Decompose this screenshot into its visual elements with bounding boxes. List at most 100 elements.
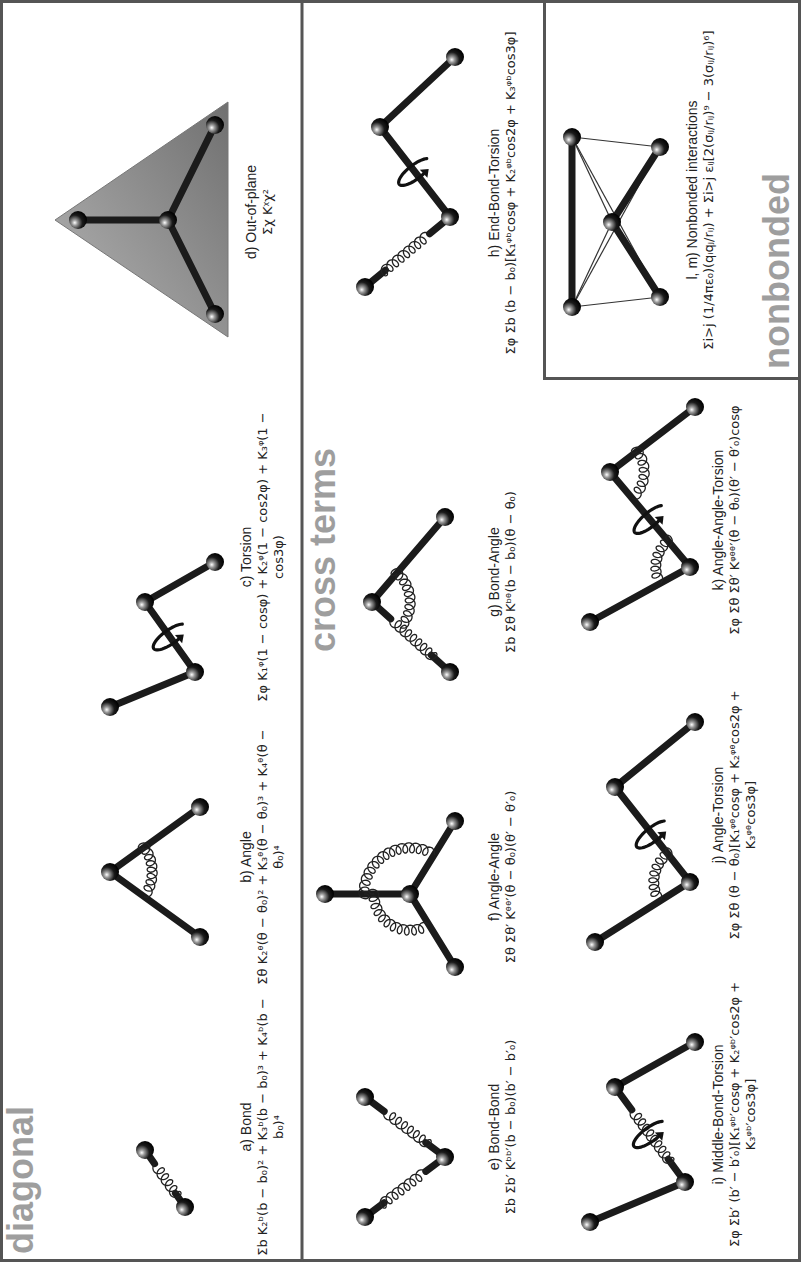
atom-ball bbox=[446, 48, 464, 66]
term-panel: b) AngleΣθ K₂ᶿ(θ − θ₀)² + K₃ᶿ(θ − θ₀)³ +… bbox=[238, 722, 287, 992]
atom-ball bbox=[686, 1033, 704, 1051]
term-title: f) Angle-Angle bbox=[486, 754, 503, 1000]
torsion-arrowhead bbox=[657, 831, 666, 840]
atom-ball bbox=[159, 211, 177, 229]
atom-ball bbox=[206, 553, 224, 571]
bond-stick bbox=[380, 127, 450, 217]
bond-stick bbox=[590, 1182, 685, 1222]
nonbonded-line bbox=[572, 137, 660, 297]
bond-stick bbox=[610, 407, 695, 472]
atom-ball bbox=[563, 298, 581, 316]
bond-stick bbox=[145, 602, 195, 672]
term-title: e) Bond-Bond bbox=[486, 997, 503, 1257]
spring-coil bbox=[384, 1111, 432, 1146]
atom-ball bbox=[603, 213, 621, 231]
torsion-arrowhead bbox=[420, 169, 429, 178]
atom-ball bbox=[101, 698, 119, 716]
atom-ball bbox=[136, 1141, 154, 1159]
spring-coil bbox=[153, 1164, 181, 1198]
term-formula: Σχ Kᵡχ² bbox=[260, 67, 276, 357]
term-panel: d) Out-of-planeΣχ Kᵡχ² bbox=[243, 67, 276, 357]
bond-stick bbox=[610, 472, 690, 567]
term-panel: j) Angle-TorsionΣφ Σθ (θ − θ₀)[K₁ᵠᶿcosφ … bbox=[710, 660, 759, 970]
term-panel: g) Bond-AngleΣb Σθ Kᵇᶿ(b − b₀)(θ − θ₀) bbox=[486, 437, 519, 707]
spring-coil bbox=[632, 447, 650, 499]
term-formula: Σθ K₂ᶿ(θ − θ₀)² + K₃ᶿ(θ − θ₀)³ + K₄ᶿ(θ −… bbox=[255, 722, 287, 992]
term-title: l, m) Nonbonded interactions bbox=[684, 13, 701, 367]
atom-ball bbox=[356, 1208, 374, 1226]
atom-ball bbox=[436, 1148, 454, 1166]
term-formula: Σφ Σθ (θ − θ₀)[K₁ᵠᶿcosφ + K₂ᵠᶿcos2φ + K₃… bbox=[727, 660, 759, 970]
term-title: d) Out-of-plane bbox=[243, 67, 260, 357]
atom-ball bbox=[651, 288, 669, 306]
term-title: c) Torsion bbox=[238, 397, 255, 717]
term-title: a) Bond bbox=[238, 997, 255, 1257]
term-panel: i) Middle-Bond-TorsionΣφ Σb′ (b′ − b′₀)[… bbox=[710, 972, 759, 1257]
torsion-arrowhead bbox=[655, 516, 664, 525]
atom-ball bbox=[356, 278, 374, 296]
atom-ball bbox=[371, 118, 389, 136]
atom-ball bbox=[581, 613, 599, 631]
atom-ball bbox=[601, 463, 619, 481]
term-panel: c) TorsionΣφ K₁ᵠ(1 − cosφ) + K₂ᵠ(1 − cos… bbox=[238, 397, 287, 717]
term-title: h) End-Bond-Torsion bbox=[486, 4, 503, 382]
bond-stick bbox=[110, 872, 200, 937]
atom-ball bbox=[441, 208, 459, 226]
term-panel: a) BondΣb K₂ᵇ(b − b₀)² + K₃ᵇ(b − b₀)³ + … bbox=[238, 997, 287, 1257]
atom-ball bbox=[581, 1213, 599, 1231]
atom-ball bbox=[676, 1173, 694, 1191]
atom-ball bbox=[363, 593, 381, 611]
term-title: k) Angle-Angle-Torsion bbox=[710, 384, 727, 656]
term-title: g) Bond-Angle bbox=[486, 437, 503, 707]
term-title: i) Middle-Bond-Torsion bbox=[710, 972, 727, 1257]
term-formula: Σb Σb′ Kᵇᵇ′(b − b₀)(b′ − b′₀) bbox=[503, 997, 519, 1257]
atom-ball bbox=[191, 798, 209, 816]
term-panel: k) Angle-Angle-TorsionΣφ Σθ Σθ′ Kᵠᶿᶿ′(θ … bbox=[710, 384, 743, 656]
atom-ball bbox=[446, 812, 464, 830]
spring-coil bbox=[138, 843, 157, 897]
bond-stick bbox=[110, 672, 195, 707]
nonbonded-line bbox=[572, 222, 612, 307]
bond-stick bbox=[78, 217, 168, 224]
nonbonded-line bbox=[572, 147, 660, 307]
section-label: cross terms bbox=[304, 448, 342, 652]
plane-triangle bbox=[55, 102, 228, 337]
atom-ball bbox=[681, 558, 699, 576]
atom-ball bbox=[436, 508, 454, 526]
term-formula: Σb Σθ Kᵇᶿ(b − b₀)(θ − θ₀) bbox=[503, 437, 519, 707]
section-label: diagonal bbox=[2, 1106, 40, 1254]
bond-stick bbox=[168, 125, 215, 220]
term-formula: Σb K₂ᵇ(b − b₀)² + K₃ᵇ(b − b₀)³ + K₄ᵇ(b −… bbox=[255, 997, 287, 1257]
atom-ball bbox=[191, 928, 209, 946]
term-panel: f) Angle-AngleΣθ Σθ′ Kᶿᶿ′(θ − θ₀)(θ′ − θ… bbox=[486, 754, 519, 1000]
bond-stick bbox=[615, 1042, 695, 1087]
spring-coil bbox=[390, 619, 437, 660]
term-formula: Σθ Σθ′ Kᶿᶿ′(θ − θ₀)(θ′ − θ′₀) bbox=[503, 754, 519, 1000]
atom-ball bbox=[446, 958, 464, 976]
bond-stick bbox=[590, 567, 690, 622]
nonbonded-line bbox=[572, 137, 612, 222]
atom-ball bbox=[686, 398, 704, 416]
bond-stick bbox=[612, 222, 660, 297]
term-title: j) Angle-Torsion bbox=[710, 660, 727, 970]
atom-ball bbox=[401, 885, 419, 903]
nonbonded-line bbox=[572, 137, 660, 147]
torsion-arrowhead bbox=[655, 1132, 664, 1141]
atom-ball bbox=[206, 116, 224, 134]
bond-stick bbox=[615, 722, 695, 787]
torsion-arrowhead bbox=[175, 635, 184, 644]
atom-ball bbox=[206, 305, 224, 323]
atom-ball bbox=[69, 211, 87, 229]
atom-ball bbox=[101, 863, 119, 881]
atom-ball bbox=[651, 138, 669, 156]
term-formula: Σi>j (1/4πε₀)(qᵢqⱼ/rᵢⱼ) + Σi>j εᵢⱼ[2(σᵢⱼ… bbox=[701, 13, 717, 367]
torsion-arrow bbox=[634, 506, 661, 534]
spring-coil bbox=[369, 890, 429, 936]
spring-coil bbox=[359, 843, 435, 899]
term-panel: h) End-Bond-TorsionΣφ Σb (b − b₀)[K₁ᵠᵇco… bbox=[486, 4, 519, 382]
atom-ball bbox=[316, 885, 334, 903]
term-panel: l, m) Nonbonded interactionsΣi>j (1/4πε₀… bbox=[684, 13, 717, 367]
box-heading: nonbonded bbox=[758, 173, 796, 369]
